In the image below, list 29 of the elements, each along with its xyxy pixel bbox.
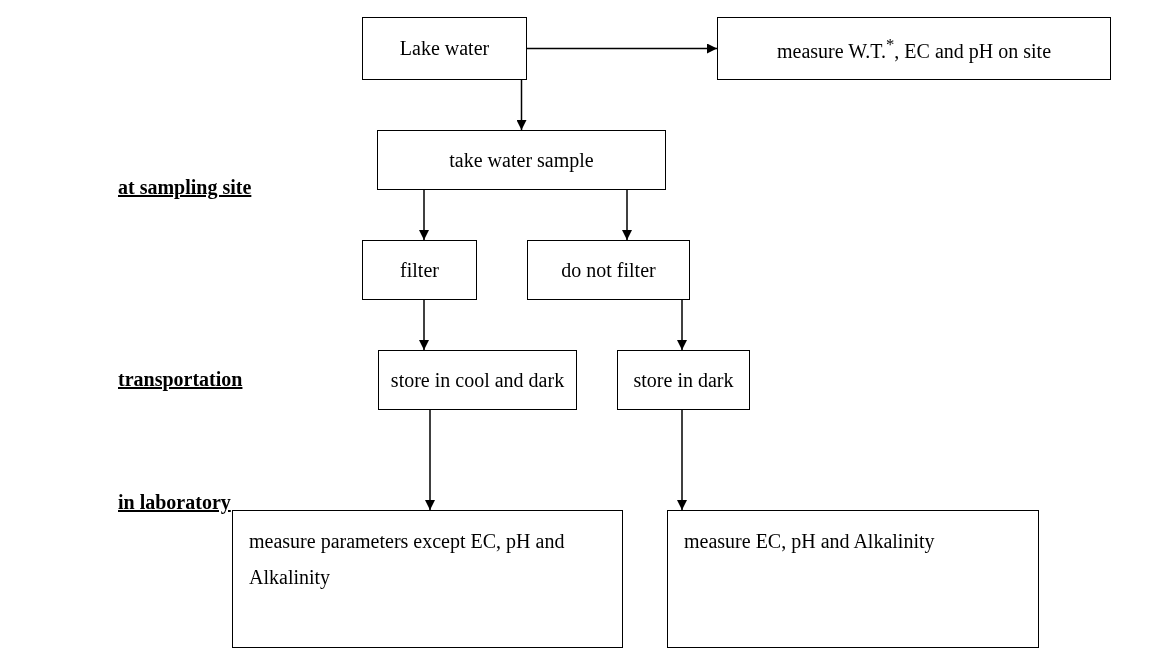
step-text: store in cool and dark [390, 368, 565, 392]
arrow [419, 299, 429, 351]
step-text: measure EC, pH and Alkalinity [684, 529, 935, 555]
step-text: Lake water [399, 37, 490, 60]
step-text: measure parameters except EC, pH and Alkalinity [249, 529, 566, 591]
step-text: filter [400, 258, 439, 282]
arrow [419, 189, 429, 241]
process-box [362, 17, 527, 80]
process-box [362, 240, 477, 300]
process-box [527, 240, 690, 300]
arrow [677, 409, 687, 511]
process-box [377, 130, 666, 190]
stage-heading: transportation [118, 368, 243, 391]
arrow [425, 409, 435, 511]
arrow [526, 43, 718, 54]
step-text: take water sample [449, 148, 594, 172]
process-box [378, 350, 577, 410]
process-box [667, 510, 1039, 648]
step-text: measure W.T.$^{*}$, EC and pH on site [777, 34, 1051, 63]
step-text: store in dark [633, 368, 734, 392]
process-box [617, 350, 750, 410]
stage-heading: at sampling site [118, 176, 252, 199]
stage-heading: in laboratory [118, 491, 231, 514]
arrow [516, 79, 527, 131]
arrow [677, 299, 687, 351]
process-box [717, 17, 1111, 80]
step-text: do not filter [561, 258, 656, 282]
arrow [622, 189, 632, 241]
process-box [232, 510, 623, 648]
